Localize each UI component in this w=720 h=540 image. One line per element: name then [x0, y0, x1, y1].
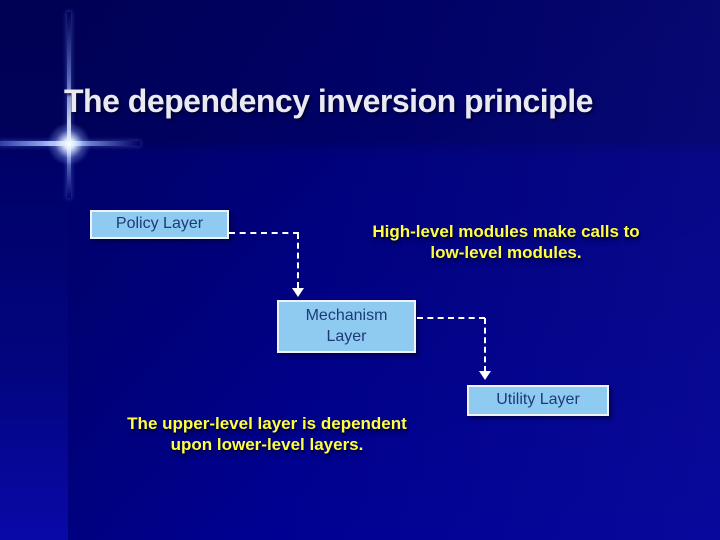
arrow-down-icon [479, 371, 491, 380]
flare-cross-icon [47, 122, 91, 166]
mechanism-to-utility-connector-vertical [484, 318, 486, 372]
utility-layer-box: Utility Layer [467, 385, 609, 416]
left-rail-decoration [0, 0, 68, 540]
policy-to-mechanism-connector-horizontal [229, 232, 299, 234]
mechanism-to-utility-connector-horizontal [417, 317, 485, 319]
slide-title: The dependency inversion principle [64, 83, 593, 120]
policy-layer-label: Policy Layer [115, 215, 204, 233]
mechanism-layer-label-line1: Mechanism [305, 306, 388, 324]
annotation-upper-level-line1: The upper-level layer is dependent [127, 414, 407, 433]
annotation-high-level-modules: High-level modules make calls to low-lev… [350, 221, 662, 263]
utility-layer-label: Utility Layer [496, 391, 580, 409]
annotation-upper-level-line2: upon lower-level layers. [170, 435, 364, 454]
mechanism-layer-box: Mechanism Layer [277, 300, 416, 353]
arrow-down-icon [292, 288, 304, 297]
annotation-upper-level-dependency: The upper-level layer is dependent upon … [110, 413, 424, 455]
annotation-high-level-line2: low-level modules. [430, 243, 582, 262]
policy-layer-box: Policy Layer [90, 210, 229, 239]
annotation-high-level-line1: High-level modules make calls to [372, 222, 640, 241]
policy-to-mechanism-connector-vertical [297, 233, 299, 288]
flare-vertical-beam [67, 12, 71, 198]
mechanism-layer-label-line2: Layer [326, 327, 367, 345]
